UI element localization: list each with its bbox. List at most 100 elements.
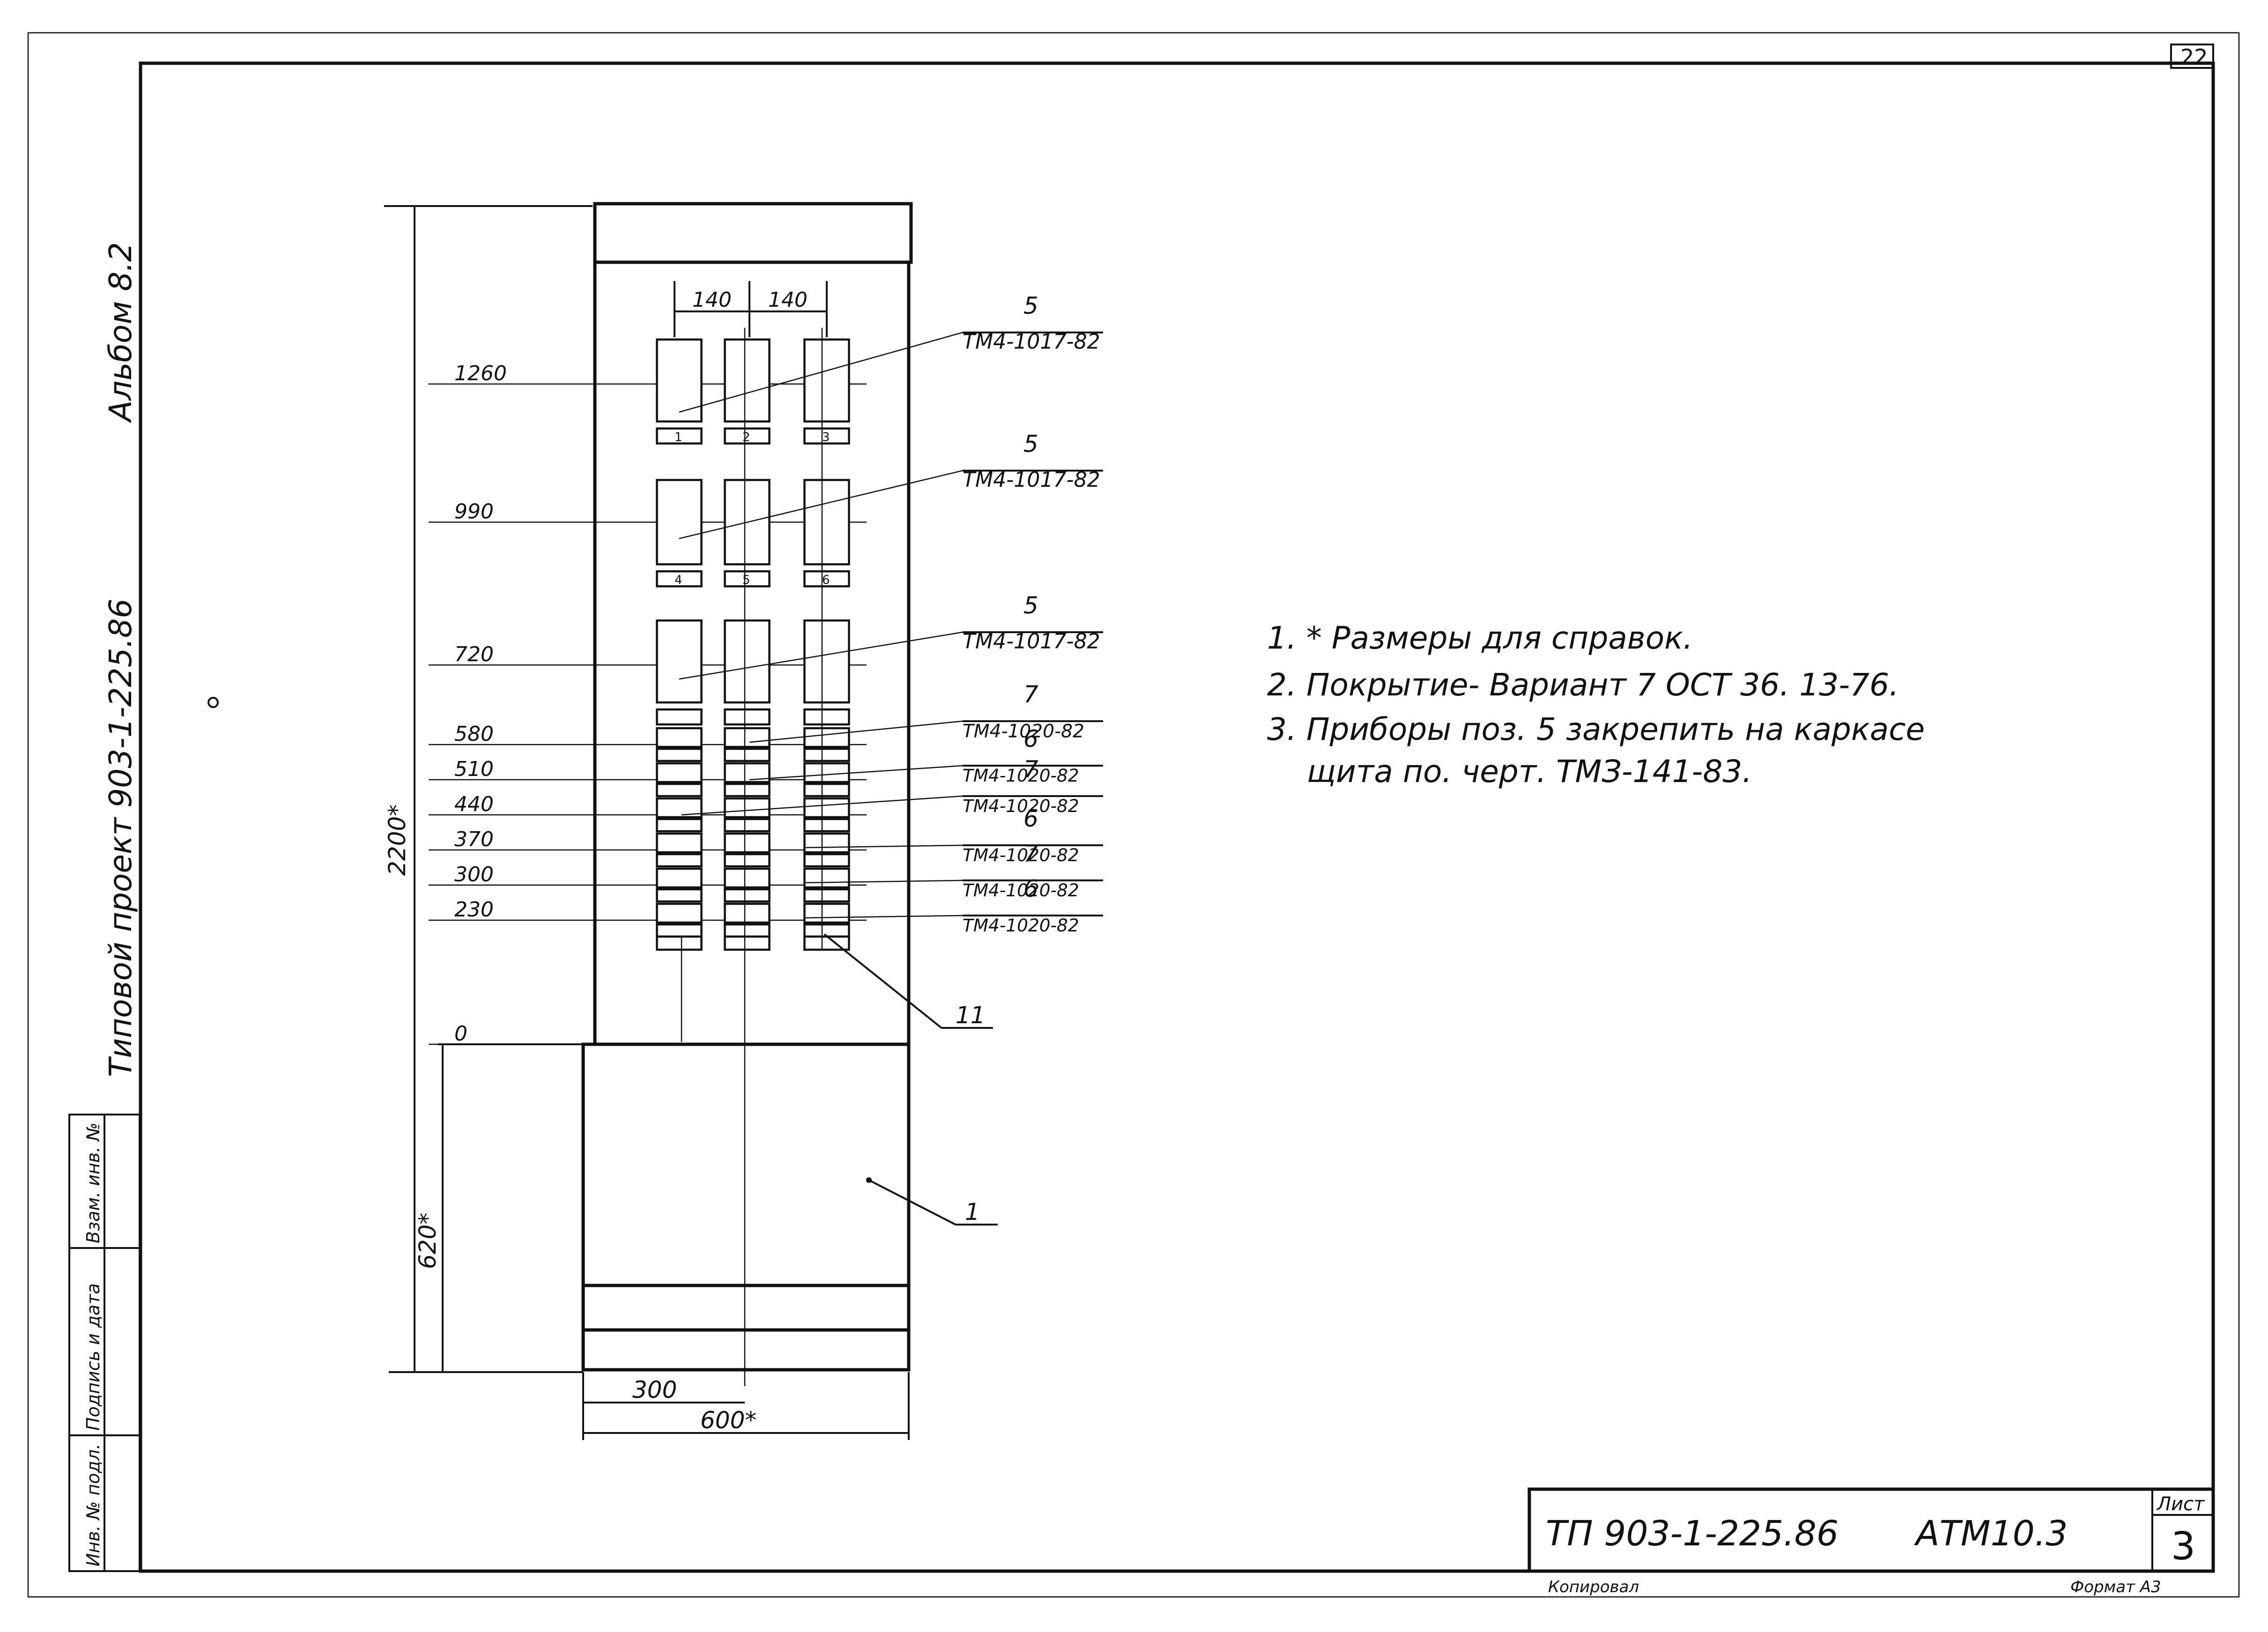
callout-leader — [681, 795, 963, 816]
tag-plate — [656, 570, 703, 588]
level-label: 1260 — [454, 362, 507, 385]
tag-plate — [803, 570, 850, 588]
stamp-podpis: Подпись и дата — [83, 1283, 104, 1431]
meter-device — [656, 619, 703, 704]
side-album: Альбом 8.2 — [103, 242, 139, 423]
small-tag-plate — [724, 853, 771, 868]
callout-leader — [679, 470, 963, 539]
side-project: Типовой проект 903-1-225.86 — [103, 598, 139, 1077]
callout-code: ТМ4-1017-82 — [963, 468, 1100, 492]
note-4: щита по. черт. ТМЗ-141-83. — [1307, 753, 1752, 790]
callout-pos: 5 — [1023, 592, 1038, 619]
dim-columns: 140 140 — [674, 281, 828, 337]
outer-frame — [27, 32, 2240, 1598]
sheet-format: Формат А3 — [2070, 1578, 2161, 1596]
punch-mark — [208, 697, 219, 708]
small-tag-plate — [724, 783, 771, 798]
tag-number: 6 — [822, 573, 830, 587]
doc-code: АТМ10.3 — [1914, 1514, 2068, 1554]
meter-device — [803, 479, 850, 566]
small-tag-plate — [724, 818, 771, 833]
small-device — [724, 902, 771, 924]
stamp-vzam: Взам. инв. № — [83, 1122, 104, 1243]
leader-plate: 11 — [823, 933, 993, 1029]
meter-device — [656, 338, 703, 423]
callout-pos: 6 — [1023, 875, 1038, 902]
level-label: 990 — [454, 500, 494, 524]
meter-device — [656, 479, 703, 566]
small-tag-plate — [656, 783, 703, 798]
callout-pos: 5 — [1023, 430, 1038, 458]
tag-plate — [724, 427, 771, 445]
title-block: ТП 903-1-225.86 АТМ10.3 Лист 3 Копировал… — [1527, 1487, 2215, 1596]
small-device — [803, 867, 850, 889]
tag-number: 4 — [674, 573, 682, 587]
callout-leader — [805, 879, 963, 884]
callouts: 5ТМ4-1017-825ТМ4-1017-825ТМ4-1017-827ТМ4… — [679, 292, 1103, 936]
notes: 1. * Размеры для справок. 2. Покрытие- В… — [1267, 620, 1925, 790]
small-tag-plate — [803, 853, 850, 868]
small-tag-plate — [724, 888, 771, 903]
level-label: 230 — [454, 898, 494, 922]
tag-plate — [724, 708, 771, 726]
small-device — [656, 867, 703, 889]
note-2: 2. Покрытие- Вариант 7 ОСТ 36. 13-76. — [1267, 667, 1899, 703]
small-device — [656, 832, 703, 854]
level-label: 720 — [454, 642, 494, 666]
callout-code: ТМ4-1020-82 — [963, 845, 1079, 865]
level-label: 300 — [454, 863, 494, 886]
meter-device — [724, 619, 771, 704]
small-device — [656, 797, 703, 819]
small-tag-plate — [803, 888, 850, 903]
small-tag-plate — [803, 783, 850, 798]
level-label: 440 — [454, 792, 494, 816]
panel-base — [581, 1042, 911, 1372]
small-device — [724, 867, 771, 889]
copied-by: Копировал — [1548, 1578, 1639, 1596]
callout-code: ТМ4-1020-82 — [963, 915, 1079, 936]
dim-height-total: 2200* — [384, 805, 411, 876]
dim-height-lower: 620* — [414, 1213, 441, 1269]
small-device — [803, 727, 850, 748]
small-tag-plate — [724, 923, 771, 938]
tag-plate — [724, 570, 771, 588]
bottom-tag-plate — [656, 935, 703, 951]
stamp-inv: Инв. № подл. — [83, 1444, 104, 1566]
callout-code: ТМ4-1020-82 — [963, 721, 1084, 742]
callout-pos: 6 — [1023, 805, 1038, 832]
leader-panel-label: 1 — [965, 1198, 980, 1226]
meter-device — [724, 338, 771, 423]
small-tag-plate — [656, 853, 703, 868]
note-3: 3. Приборы поз. 5 закрепить на каркасе — [1267, 711, 1925, 747]
dim-width: 300 600* — [582, 1372, 910, 1440]
small-tag-plate — [656, 818, 703, 833]
small-tag-plate — [803, 923, 850, 938]
note-1: 1. * Размеры для справок. — [1267, 620, 1693, 656]
callout-code: ТМ4-1020-82 — [963, 796, 1079, 816]
small-device — [656, 762, 703, 783]
callout-leader — [679, 332, 963, 413]
dim-col-2: 140 — [768, 288, 808, 312]
sheet-number: 3 — [2171, 1524, 2195, 1569]
corner-number-box — [2170, 44, 2214, 69]
meter-device — [803, 338, 850, 423]
level-label: 580 — [454, 722, 494, 746]
small-device — [803, 832, 850, 854]
leader-plate-label: 11 — [956, 1002, 986, 1029]
small-device — [656, 902, 703, 924]
tag-number: 3 — [822, 430, 830, 444]
tag-number: 5 — [742, 573, 750, 587]
callout-code: ТМ4-1020-82 — [963, 880, 1079, 901]
leader-panel: 1 — [866, 1177, 998, 1226]
corner-number: 22 — [2180, 44, 2208, 70]
callout-pos: 6 — [1023, 725, 1038, 753]
small-device — [724, 727, 771, 748]
tag-plate — [656, 427, 703, 445]
sheet-label: Лист — [2156, 1493, 2205, 1515]
inner-frame — [139, 61, 2215, 1573]
dim-col-1: 140 — [692, 288, 732, 312]
level-label: 0 — [454, 1022, 467, 1046]
small-device — [803, 797, 850, 819]
